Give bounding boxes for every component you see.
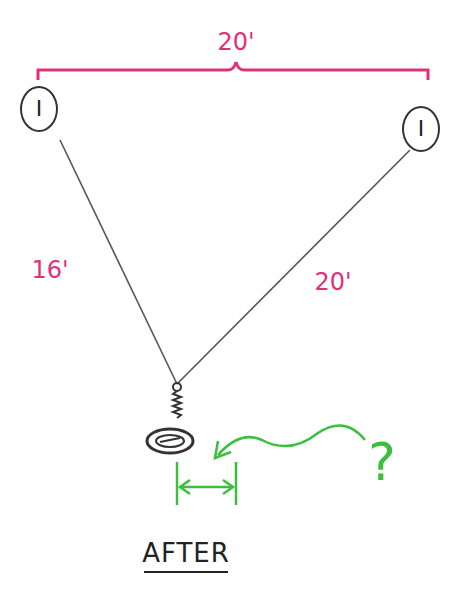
caption: AFTER (142, 540, 230, 566)
spring-weight (147, 383, 193, 453)
question-mark: ? (368, 436, 396, 488)
dimension-bracket (38, 62, 428, 80)
bolt-letter: I (418, 118, 425, 140)
rope (60, 140, 410, 384)
span-dimension: 20' (217, 30, 254, 54)
eye-bolt: I (402, 106, 440, 152)
rope-length: 20' (314, 270, 351, 294)
bolt-letter: I (36, 98, 43, 120)
rope-length: 16' (31, 258, 68, 282)
displacement-arrow (177, 425, 365, 505)
eye-bolt: I (20, 86, 58, 132)
caption-underline (144, 571, 228, 573)
